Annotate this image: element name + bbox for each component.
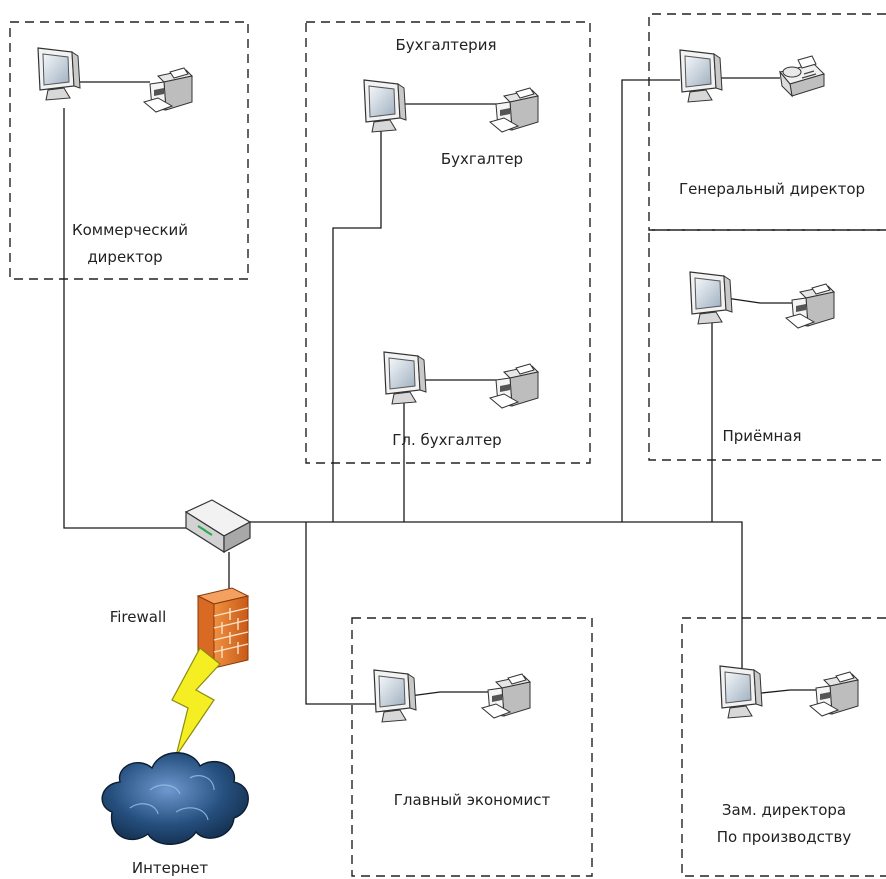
room-label-commercial-line2: директор xyxy=(87,248,162,266)
monitor-icon xyxy=(679,49,723,103)
printer-icon xyxy=(481,673,531,719)
room-label-accounting: Бухгалтерия xyxy=(396,36,497,54)
monitor-icon xyxy=(689,271,733,325)
room-accounting xyxy=(305,21,591,464)
device-label-chief-accountant: Гл. бухгалтер xyxy=(392,431,501,449)
room-label-commercial-line1: Коммерческий xyxy=(72,221,188,239)
room-label-deputy-line2: По производству xyxy=(717,828,852,846)
monitor-icon xyxy=(383,351,427,405)
firewall-icon xyxy=(196,587,250,669)
firewall-label: Firewall xyxy=(110,608,167,626)
router-icon xyxy=(184,499,252,554)
printer-icon xyxy=(489,87,539,133)
fax-icon xyxy=(779,55,825,97)
room-general-director xyxy=(648,13,886,231)
lightning-icon xyxy=(171,647,221,757)
monitor-icon xyxy=(37,47,81,101)
room-label-chief-economist: Главный экономист xyxy=(394,791,551,809)
printer-icon xyxy=(809,671,859,717)
printer-icon xyxy=(785,283,835,329)
printer-icon xyxy=(143,67,193,113)
room-commercial-director xyxy=(9,21,249,280)
room-label-reception: Приёмная xyxy=(722,427,801,445)
network-cables xyxy=(63,77,822,705)
device-label-accountant: Бухгалтер xyxy=(441,150,523,168)
room-reception xyxy=(648,229,886,461)
room-label-general-director: Генеральный директор xyxy=(679,180,865,198)
room-deputy-director xyxy=(681,617,886,877)
monitor-icon xyxy=(363,79,407,133)
monitor-icon xyxy=(719,665,763,719)
printer-icon xyxy=(489,363,539,409)
monitor-icon xyxy=(373,669,417,723)
internet-label: Интернет xyxy=(132,859,209,877)
room-chief-economist xyxy=(351,617,593,877)
cloud-icon xyxy=(101,752,249,845)
room-label-deputy-line1: Зам. директора xyxy=(722,801,846,819)
